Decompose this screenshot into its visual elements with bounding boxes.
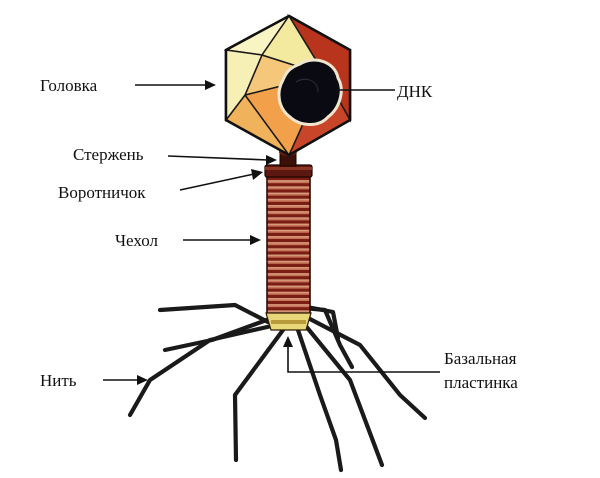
tail-fiber bbox=[302, 322, 385, 468]
sheath-stripe bbox=[267, 189, 310, 193]
collar-arrow-line bbox=[179, 173, 255, 191]
sheath-stripe bbox=[267, 276, 310, 280]
sheath-stripe bbox=[267, 214, 310, 218]
sheath-stripe bbox=[267, 294, 310, 298]
sheath-stripe-highlight bbox=[267, 186, 310, 188]
head-arrow-tip bbox=[205, 80, 216, 90]
sheath-stripe bbox=[267, 263, 310, 267]
label-baseplate-line2: пластинка bbox=[444, 373, 518, 392]
sheath-stripe-highlight bbox=[267, 260, 310, 263]
tail-fiber bbox=[295, 327, 344, 473]
sheath-stripe-highlight bbox=[267, 192, 310, 194]
sheath-stripe bbox=[267, 257, 310, 261]
sheath-stripe-highlight bbox=[267, 304, 310, 306]
sheath-stripe bbox=[267, 282, 310, 286]
tail-fibers bbox=[127, 302, 428, 473]
sheath-stripe bbox=[267, 288, 310, 292]
sheath-stripe bbox=[267, 183, 310, 187]
sheath-stripe-highlight bbox=[267, 180, 310, 182]
tail-fiber bbox=[232, 327, 286, 463]
baseplate-arrow-line bbox=[287, 346, 440, 373]
fiber-arrow-tip bbox=[137, 375, 148, 385]
sheath-stripe-highlight bbox=[267, 291, 310, 294]
tail-sheath bbox=[266, 174, 311, 318]
collar-arrow-tip bbox=[251, 169, 263, 180]
collar bbox=[264, 164, 313, 178]
label-head: Головка bbox=[40, 76, 98, 95]
label-rod: Стержень bbox=[73, 145, 144, 164]
dna-blob bbox=[277, 58, 343, 126]
sheath-stripe bbox=[267, 251, 310, 255]
sheath-stripe-highlight bbox=[267, 298, 310, 300]
sheath-stripe-highlight bbox=[267, 310, 310, 312]
sheath-stripe-highlight bbox=[267, 254, 310, 256]
sheath-stripe-highlight bbox=[267, 198, 310, 201]
sheath-stripe bbox=[267, 232, 310, 236]
sheath-stripe bbox=[267, 270, 310, 274]
sheath-stripe-highlight bbox=[267, 267, 310, 269]
label-fiber: Нить bbox=[40, 371, 77, 390]
sheath-stripe-highlight bbox=[267, 242, 310, 244]
tail-fiber bbox=[299, 303, 341, 341]
label-sheath: Чехол bbox=[115, 231, 158, 250]
sheath-stripe-highlight bbox=[267, 205, 310, 207]
label-arrows bbox=[103, 80, 440, 385]
sheath-stripe bbox=[267, 177, 310, 181]
capsid-head bbox=[223, 13, 352, 157]
sheath-stripe-highlight bbox=[267, 285, 310, 287]
sheath-stripe-highlight bbox=[267, 217, 310, 219]
tail-fiber bbox=[162, 315, 275, 353]
sheath-stripe-highlight bbox=[267, 223, 310, 225]
label-collar: Воротничок bbox=[58, 183, 146, 202]
sheath-stripe bbox=[267, 208, 310, 212]
sheath-stripe bbox=[267, 201, 310, 205]
sheath-stripe bbox=[267, 239, 310, 243]
sheath-stripe-highlight bbox=[267, 229, 310, 232]
rod-arrow-line bbox=[167, 155, 269, 161]
rod-arrow-tip bbox=[266, 155, 277, 165]
tail-fiber bbox=[127, 322, 279, 418]
baseplate-arrow-tip bbox=[283, 336, 293, 347]
sheath-stripe-highlight bbox=[267, 236, 310, 238]
baseplate bbox=[265, 312, 312, 331]
label-dna: ДНК bbox=[397, 82, 433, 101]
sheath-stripe-highlight bbox=[267, 248, 310, 250]
sheath-stripe-highlight bbox=[267, 273, 310, 275]
sheath-stripe bbox=[267, 307, 310, 311]
sheath-stripe-highlight bbox=[267, 211, 310, 213]
labels: Головка ДНК Стержень Воротничок Чехол Ни… bbox=[40, 76, 518, 392]
sheath-stripe bbox=[267, 220, 310, 224]
sheath-arrow-tip bbox=[250, 235, 261, 245]
sheath-stripe bbox=[267, 226, 310, 230]
sheath-stripe bbox=[267, 245, 310, 249]
label-baseplate-line1: Базальная bbox=[444, 349, 517, 368]
sheath-stripe-highlight bbox=[267, 279, 310, 281]
sheath-stripe bbox=[267, 301, 310, 305]
tail-fiber bbox=[157, 302, 271, 325]
sheath-stripe bbox=[267, 195, 310, 199]
tail-fiber bbox=[305, 315, 428, 421]
